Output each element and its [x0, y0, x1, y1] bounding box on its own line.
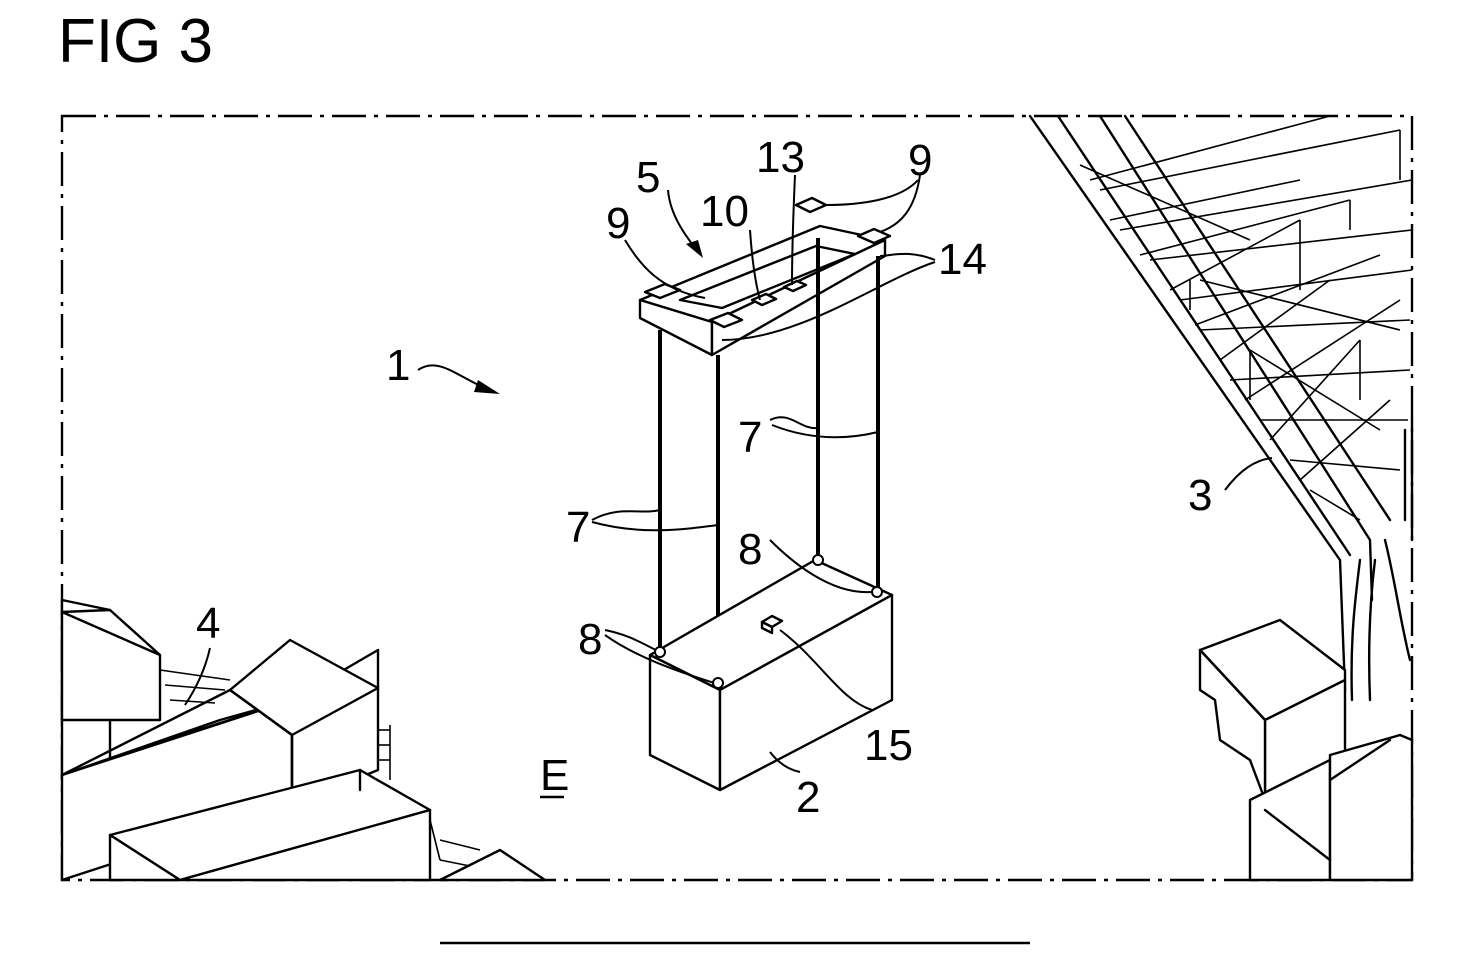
- label-9-right: 9: [908, 136, 932, 185]
- label-13: 13: [756, 133, 805, 182]
- label-7-left: 7: [566, 503, 590, 552]
- crane-base: [1200, 620, 1412, 880]
- label-9-left: 9: [606, 199, 630, 248]
- label-7-right: 7: [738, 413, 762, 462]
- label-8-right: 8: [738, 525, 762, 574]
- ship-containers: [62, 600, 545, 880]
- label-3: 3: [1188, 471, 1212, 520]
- label-8-left: 8: [578, 615, 602, 664]
- label-5: 5: [636, 153, 660, 202]
- figure-title: FIG 3: [58, 7, 213, 76]
- label-E: E: [540, 751, 569, 800]
- label-15: 15: [864, 721, 913, 770]
- label-4: 4: [196, 599, 220, 648]
- label-10: 10: [700, 187, 749, 236]
- label-2: 2: [796, 773, 820, 822]
- label-14: 14: [938, 235, 987, 284]
- crane-boom: [1030, 116, 1412, 700]
- label-1: 1: [386, 341, 410, 390]
